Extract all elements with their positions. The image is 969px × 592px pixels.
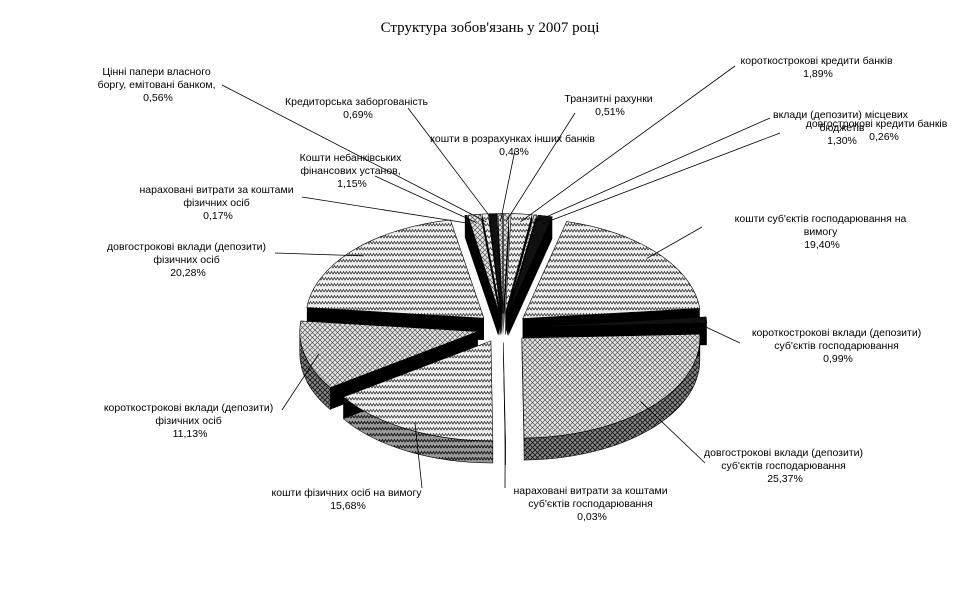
leader-line-2 <box>532 117 771 224</box>
label-individuals-long-deposits: довгострокові вклади (депозити) фізичних… <box>107 241 269 279</box>
leader-line-12 <box>374 175 477 223</box>
pie-wall-0-1 <box>503 213 510 336</box>
pie-slice-12 <box>467 213 500 314</box>
label-individuals-on-demand: кошти фізичних осіб на вимогу 15,68% <box>272 487 425 512</box>
label-business-accrued: нараховані витрати за коштами суб'єктів … <box>513 485 670 523</box>
leader-line-13 <box>221 84 487 223</box>
leader-line-9 <box>281 353 320 411</box>
leader-line-10 <box>274 252 364 257</box>
label-individuals-short-deposits: короткострокові вклади (депозити) фізичн… <box>104 402 276 440</box>
pie-slice-8 <box>342 340 494 442</box>
leader-line-11 <box>301 196 469 224</box>
label-local-budgets-value: 1,30% <box>827 135 857 147</box>
label-business-on-demand: кошти суб'єктів господарювання на вимогу… <box>735 213 910 251</box>
label-business-long-deposits: довгострокові вклади (депозити) суб'єкті… <box>704 447 866 485</box>
leader-line-8 <box>414 422 423 489</box>
label-own-debt-securities: Цінні папери власного боргу, емітовані б… <box>98 66 219 104</box>
label-business-short-deposits: короткострокові вклади (депозити) суб'єк… <box>752 327 924 365</box>
leader-line-5 <box>692 320 741 344</box>
pie-slice-4 <box>522 221 701 319</box>
leader-line-15 <box>500 149 516 222</box>
chart-title: Структура зобов'язань у 2007 році <box>381 20 600 36</box>
pie-tops <box>299 213 708 443</box>
label-long-bank-credits: довгострокові кредити банків 0,26% <box>806 118 951 143</box>
pie-slice-7 <box>503 342 506 443</box>
pie-slice-14 <box>488 213 503 314</box>
label-local-budgets: вклади (депозити) місцевих бюджетів <box>773 109 911 134</box>
leader-line-14 <box>407 107 495 222</box>
pie-wall-3-1 <box>508 216 553 336</box>
pie-slice-0 <box>503 213 510 314</box>
pie-slice-11 <box>464 214 499 314</box>
pie-wall-11-1 <box>466 215 499 336</box>
leader-line-0 <box>505 112 576 222</box>
label-nonbank-institutions: Кошти небанківських фінансових установ, … <box>300 152 405 190</box>
pie-slice-3 <box>508 214 553 314</box>
pie-slice-5 <box>528 316 708 328</box>
leader-line-3 <box>542 132 781 225</box>
label-accounts-payable: Кредиторська заборгованість 0,69% <box>285 96 431 121</box>
label-other-banks-settlements: кошти в розрахунках інших банків 0,43% <box>430 133 598 158</box>
pie-slice-15 <box>497 213 503 314</box>
data-labels: Транзитні рахунки 0,51% короткострокові … <box>98 55 951 523</box>
pie-slice-9 <box>299 320 478 388</box>
label-individuals-accrued: нараховані витрати за коштами фізичних о… <box>139 184 296 222</box>
leader-line-4 <box>646 226 703 259</box>
leader-lines <box>221 65 781 489</box>
leader-line-6 <box>640 401 706 464</box>
label-tranzytni: Транзитні рахунки 0,51% <box>564 93 655 118</box>
pie-slice-6 <box>521 333 701 439</box>
pie-slice-10 <box>306 219 485 319</box>
pie-slice-2 <box>506 214 538 314</box>
leader-line-1 <box>520 65 736 223</box>
label-short-bank-credits: короткострокові кредити банків 1,89% <box>741 55 896 80</box>
